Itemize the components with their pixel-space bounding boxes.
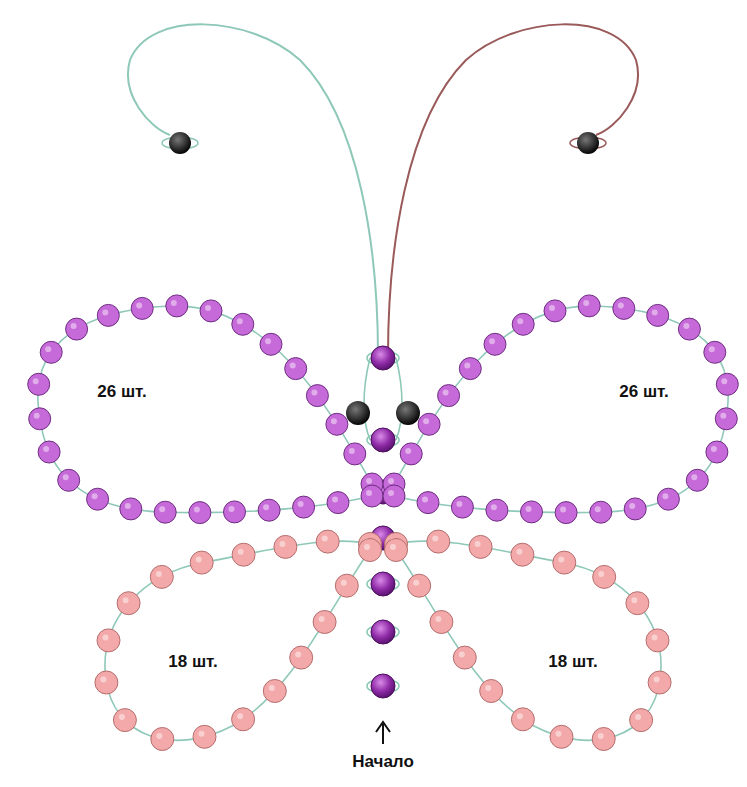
eye-bead (346, 401, 370, 425)
wing-loop: 18 шт. (85, 520, 380, 770)
antenna-wire (388, 24, 638, 356)
eye-bead (396, 401, 420, 425)
antenna-wire (128, 24, 378, 356)
start-label: Начало (352, 752, 414, 772)
wing-loop: 26 шт. (384, 285, 746, 525)
antenna-bead (169, 132, 191, 154)
bead-loop (384, 285, 746, 525)
antenna-bead (577, 132, 599, 154)
bead-count: 26 шт. (619, 382, 668, 402)
bead-count: 18 шт. (548, 652, 597, 672)
wing-loop: 18 шт. (386, 520, 681, 770)
wing-loop: 26 шт. (20, 285, 382, 525)
bead-loop (386, 520, 681, 770)
start-arrow (376, 722, 390, 744)
bead-loop (85, 520, 380, 770)
bead-loop (20, 285, 382, 525)
bead-count: 26 шт. (97, 382, 146, 402)
bead-count: 18 шт. (168, 652, 217, 672)
